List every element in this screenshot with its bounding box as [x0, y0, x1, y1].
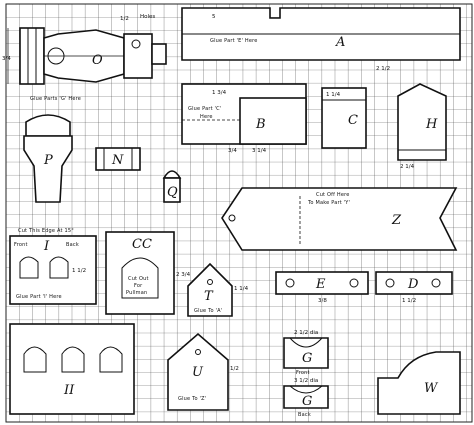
dim-b-left: 3/4: [228, 148, 237, 154]
note-cut-out-3: Pullman: [126, 290, 147, 296]
dim-u-side: 1/2: [230, 366, 239, 372]
piece-h: H 2 1/4: [397, 83, 447, 170]
note-front: Front: [14, 242, 28, 248]
dim-i-mid: 1 1/2: [72, 268, 86, 274]
piece-i: Cut This Edge At 15° I Front Back Glue P…: [9, 228, 97, 305]
dim-b-bottom: 3 1/4: [252, 148, 267, 154]
label-b: B: [255, 117, 266, 132]
piece-n: N: [95, 147, 141, 171]
piece-ii: II: [9, 323, 135, 415]
label-p: P: [43, 153, 53, 168]
label-o: O: [92, 53, 103, 68]
dim-b-side: 1 3/4: [212, 90, 227, 96]
piece-o-boiler: O Glue Parts 'G' Here Holes 3/4 1/2: [2, 14, 167, 102]
note-glue-c-here-1: Glue Part 'C': [188, 106, 221, 112]
piece-w: W: [377, 351, 461, 415]
note-glue-e-here: Glue Part 'E' Here: [210, 38, 258, 44]
piece-u: U Glue To 'Z' 1/2: [167, 332, 239, 411]
label-u: U: [192, 365, 204, 380]
label-a: A: [335, 35, 345, 50]
dim-a-5: 5: [212, 14, 216, 20]
note-back: Back: [66, 242, 79, 248]
piece-cc: CC Cut Out For Pullman 2 3/4: [105, 231, 191, 315]
grid-border: [5, 3, 473, 423]
note-g-front: Front: [296, 370, 310, 376]
note-cut-out-2: For: [134, 283, 143, 289]
piece-d: D 1 1/2: [375, 271, 453, 304]
piece-e: E 3/8: [275, 271, 369, 304]
note-glue-to-a: Glue To 'A': [194, 308, 222, 314]
piece-g: G G 2 1/2 dia 3 1/2 dia Front Back: [283, 330, 329, 418]
note-cut-this-edge: Cut This Edge At 15°: [18, 228, 74, 234]
dim-o-top: 1/2: [120, 16, 129, 22]
piece-p: P: [23, 114, 73, 203]
dim-g-dia-1: 2 1/2 dia: [294, 330, 318, 336]
piece-c: C 1 1/4: [321, 87, 367, 149]
dim-holes: Holes: [140, 14, 155, 20]
label-t: T: [204, 289, 214, 304]
dim-o-left: 3/4: [2, 56, 11, 62]
label-ii: II: [63, 383, 75, 398]
dim-a-bottom: 2 1/2: [376, 66, 390, 72]
piece-z: Z Cut Off Here To Make Part 'Y': [221, 187, 458, 251]
label-i: I: [43, 239, 50, 254]
label-g-top: G: [302, 351, 312, 366]
piece-a: A Glue Part 'E' Here 5 2 1/2: [181, 7, 461, 72]
piece-q: Q: [162, 170, 182, 203]
label-e: E: [315, 277, 326, 292]
note-glue-to-z: Glue To 'Z': [178, 396, 206, 402]
dim-h-bottom: 2 1/4: [400, 164, 415, 170]
piece-b: B Glue Part 'C' Here 3 1/4 3/4 1 3/4: [181, 83, 307, 154]
label-q: Q: [167, 185, 178, 200]
label-z: Z: [391, 213, 402, 228]
note-glue-i-here: Glue Part 'I' Here: [16, 294, 62, 300]
dim-e-bottom: 3/8: [318, 298, 327, 304]
dim-d-bottom: 1 1/2: [402, 298, 416, 304]
label-g-bottom: G: [302, 394, 312, 409]
note-cut-off-here-2: To Make Part 'Y': [307, 200, 350, 206]
label-h: H: [425, 117, 438, 132]
dim-g-dia-2: 3 1/2 dia: [294, 378, 318, 384]
note-g-back: Back: [298, 412, 311, 418]
label-w: W: [424, 381, 439, 396]
dim-cc-side: 2 3/4: [176, 272, 191, 278]
label-d: D: [407, 277, 419, 292]
note-glue-g-here: Glue Parts 'G' Here: [30, 96, 81, 102]
note-cut-off-here-1: Cut Off Here: [316, 192, 350, 198]
label-cc: CC: [132, 237, 152, 252]
label-c: C: [348, 113, 358, 128]
note-glue-c-here-2: Here: [200, 114, 213, 120]
dim-t-side: 1 1/4: [234, 286, 249, 292]
note-cut-out-1: Cut Out: [128, 276, 149, 282]
dim-c-top: 1 1/4: [326, 92, 341, 98]
piece-t: T Glue To 'A' 1 1/4: [187, 262, 249, 317]
label-n: N: [111, 153, 124, 168]
